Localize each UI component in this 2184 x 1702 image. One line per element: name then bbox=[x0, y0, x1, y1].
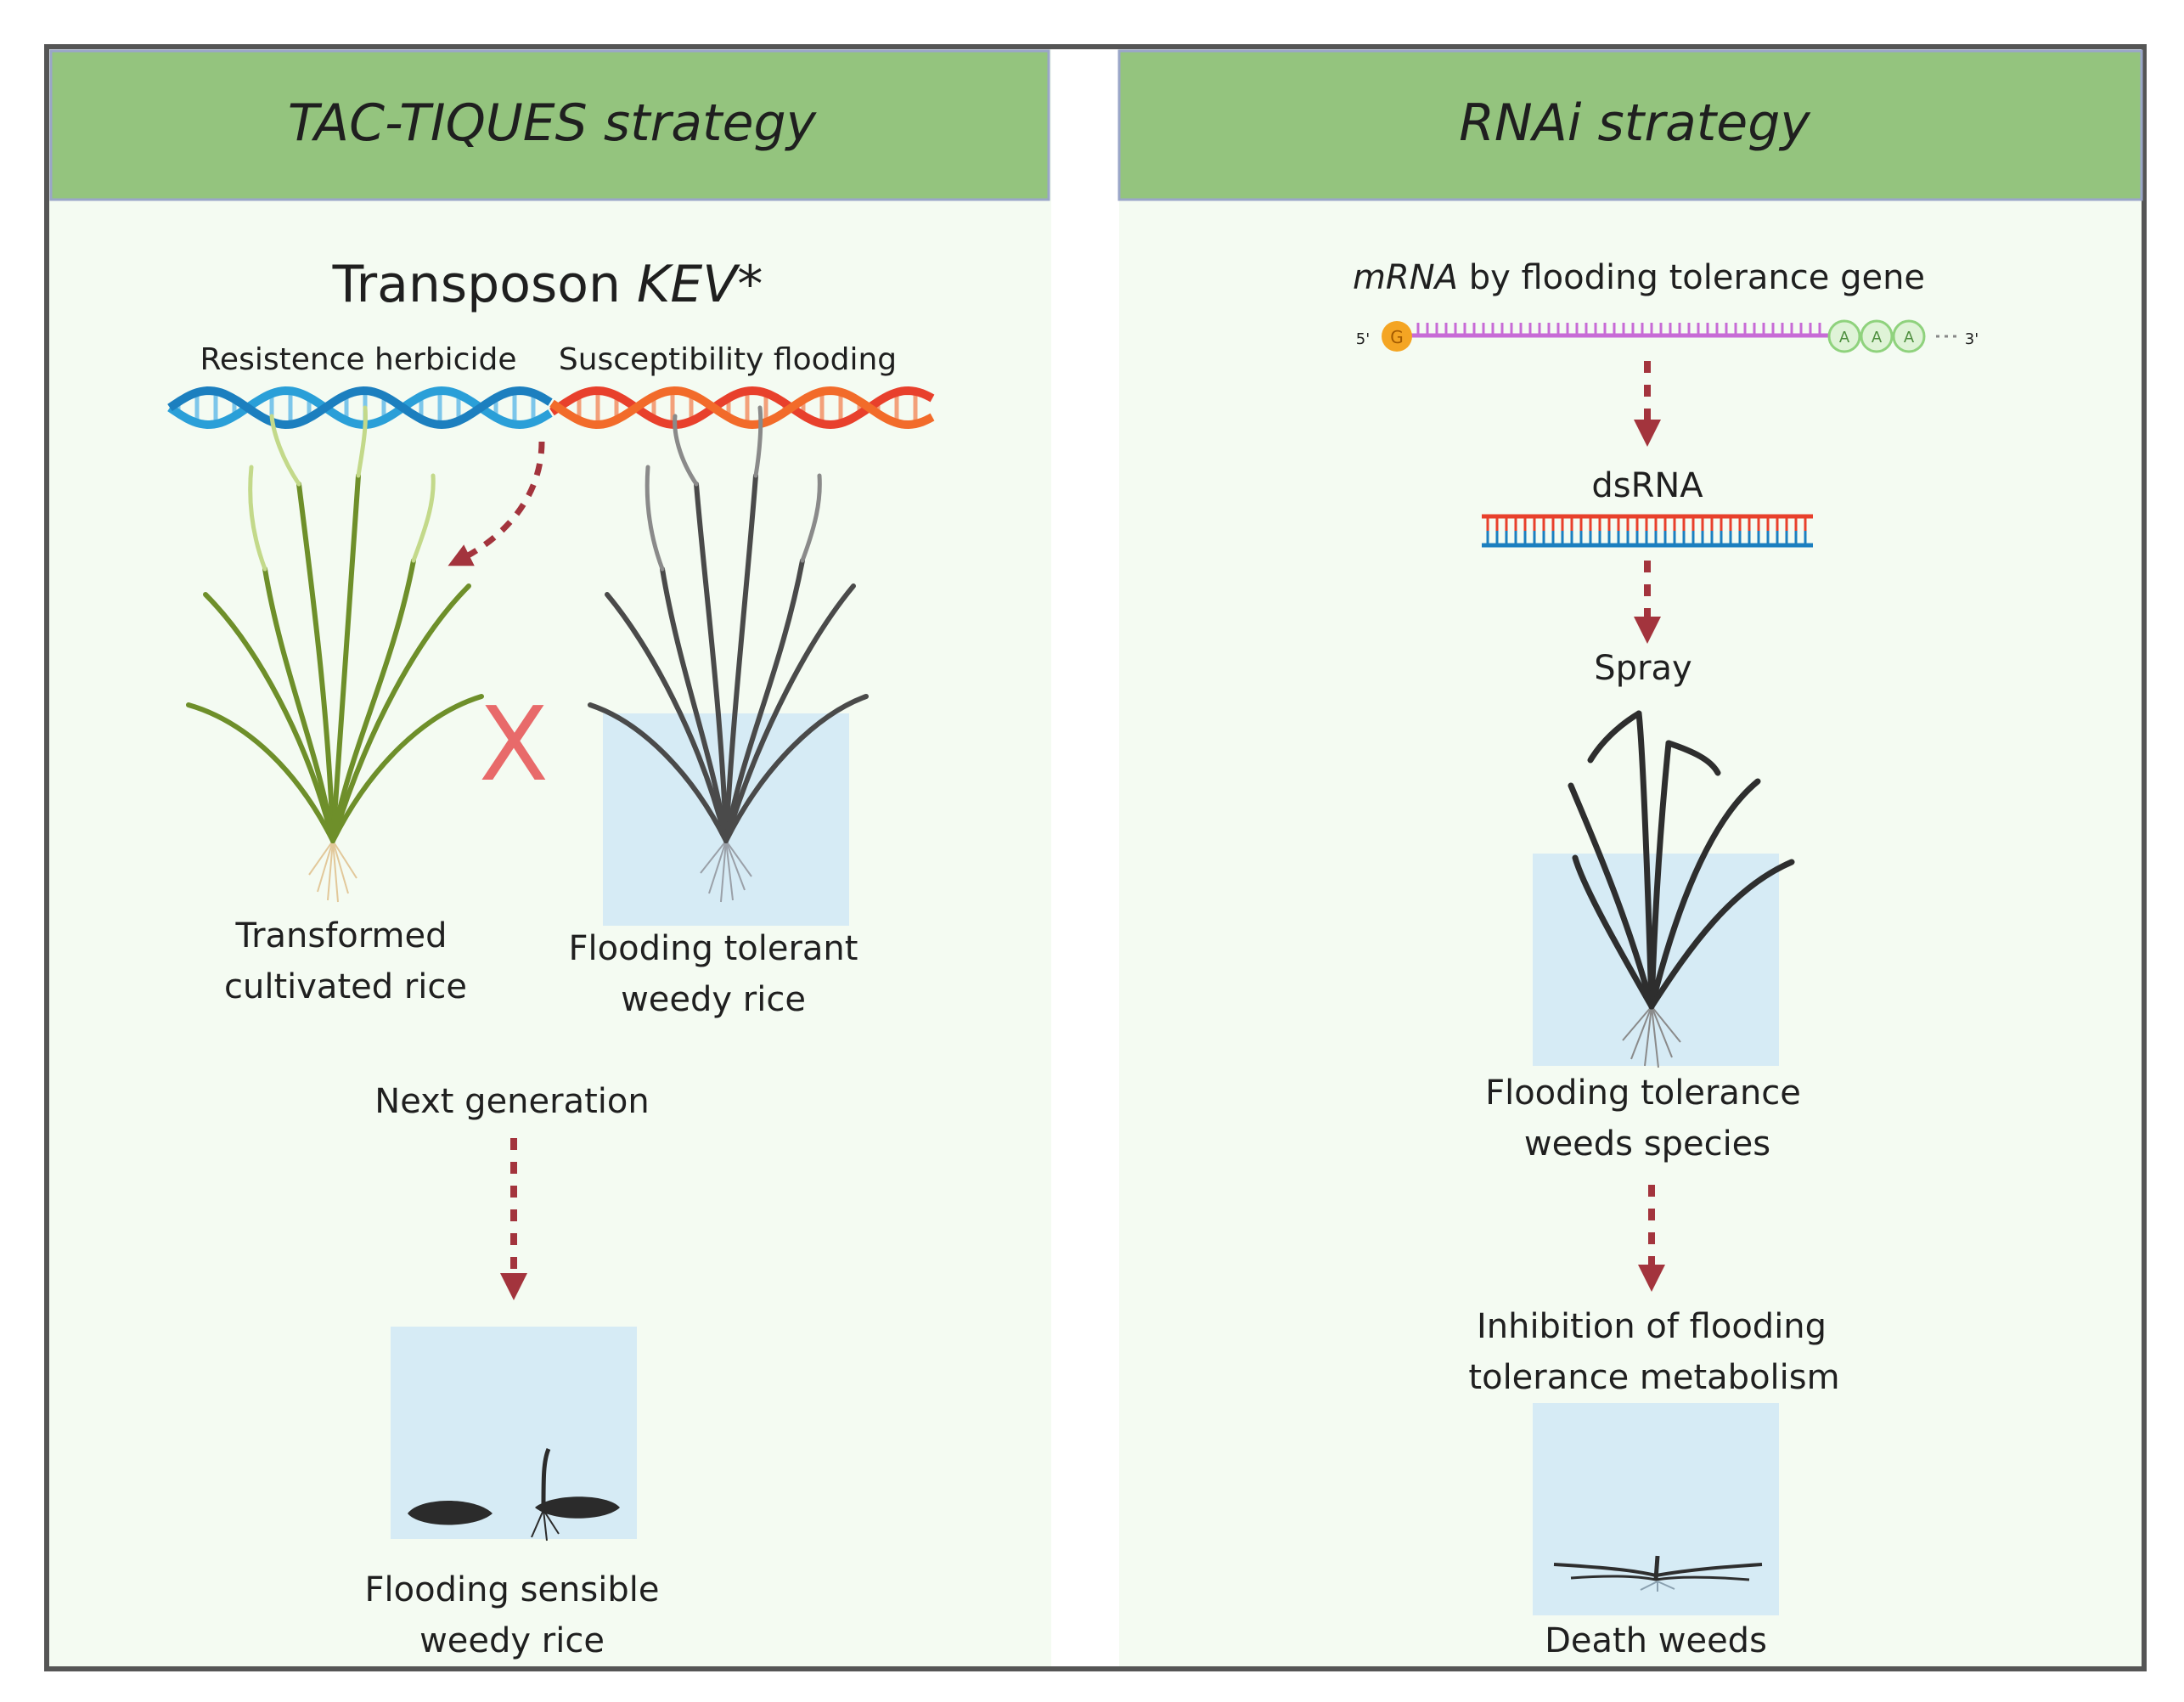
inhibition-label-line1: Inhibition of flooding bbox=[1477, 1307, 1827, 1346]
dead-weed-icon bbox=[1553, 1555, 1763, 1592]
tolerance-weeds-label-line1: Flooding tolerance bbox=[1485, 1074, 1801, 1113]
mrna-strand: 5' G A A A 3' bbox=[1356, 319, 1979, 353]
mrna-five-prime: 5' bbox=[1356, 330, 1370, 348]
death-weeds-label: Death weeds bbox=[1545, 1621, 1767, 1660]
left-header-bar bbox=[49, 49, 1050, 201]
water-box-death-weeds bbox=[1533, 1403, 1779, 1615]
arrow-dna-to-rice bbox=[447, 441, 545, 566]
polya-label-3: A bbox=[1904, 329, 1915, 347]
cross-symbol: X bbox=[479, 686, 549, 804]
dna-label-susceptibility: Susceptibility flooding bbox=[559, 342, 897, 377]
inhibition-label-line2: tolerance metabolism bbox=[1468, 1358, 1839, 1397]
left-header-title: TAC-TIQUES strategy bbox=[288, 93, 818, 153]
mrna-three-prime: 3' bbox=[1965, 330, 1979, 348]
polya-label-1: A bbox=[1839, 329, 1850, 347]
transformed-rice-plant-icon bbox=[186, 405, 484, 903]
tolerant-weedy-rice-plant-icon bbox=[588, 405, 869, 903]
polya-circle-3 bbox=[1892, 319, 1926, 353]
mrna-cap bbox=[1382, 321, 1412, 352]
transformed-rice-label-line2: cultivated rice bbox=[224, 967, 467, 1006]
weed-plant-icon bbox=[1568, 710, 1795, 1068]
dsrna-label: dsRNA bbox=[1591, 466, 1703, 505]
tolerance-weeds-label-line2: weeds species bbox=[1524, 1124, 1770, 1164]
polya-circle-2 bbox=[1860, 319, 1894, 353]
dna-helix bbox=[167, 386, 935, 430]
tolerant-weedy-label-line2: weedy rice bbox=[621, 980, 806, 1019]
seed-icon bbox=[408, 1501, 493, 1525]
mrna-cap-label: G bbox=[1390, 327, 1404, 347]
left-panel: TAC-TIQUES strategy Transposon KEV* Resi… bbox=[49, 49, 1051, 1666]
dsrna-strand bbox=[1482, 514, 1813, 548]
sensible-weedy-label-line2: weedy rice bbox=[419, 1621, 605, 1660]
polya-label-2: A bbox=[1872, 329, 1883, 347]
dna-label-resistance: Resistence herbicide bbox=[200, 342, 517, 377]
spray-label: Spray bbox=[1594, 649, 1691, 688]
next-generation-label: Next generation bbox=[374, 1082, 649, 1121]
tolerant-weedy-label-line1: Flooding tolerant bbox=[569, 929, 858, 968]
transposon-title: Transposon KEV* bbox=[332, 255, 763, 314]
polya-circle-1 bbox=[1827, 319, 1861, 353]
seedling-icon bbox=[531, 1448, 620, 1541]
mrna-title: mRNA by flooding tolerance gene bbox=[1353, 258, 1925, 297]
sensible-weedy-label-line1: Flooding sensible bbox=[365, 1570, 660, 1609]
right-header-title: RNAi strategy bbox=[1459, 93, 1811, 153]
right-header-bar bbox=[1117, 49, 2143, 201]
right-panel: RNAi strategy mRNA by flooding tolerance… bbox=[1117, 49, 2143, 1666]
transformed-rice-label-line1: Transformed bbox=[235, 916, 447, 955]
